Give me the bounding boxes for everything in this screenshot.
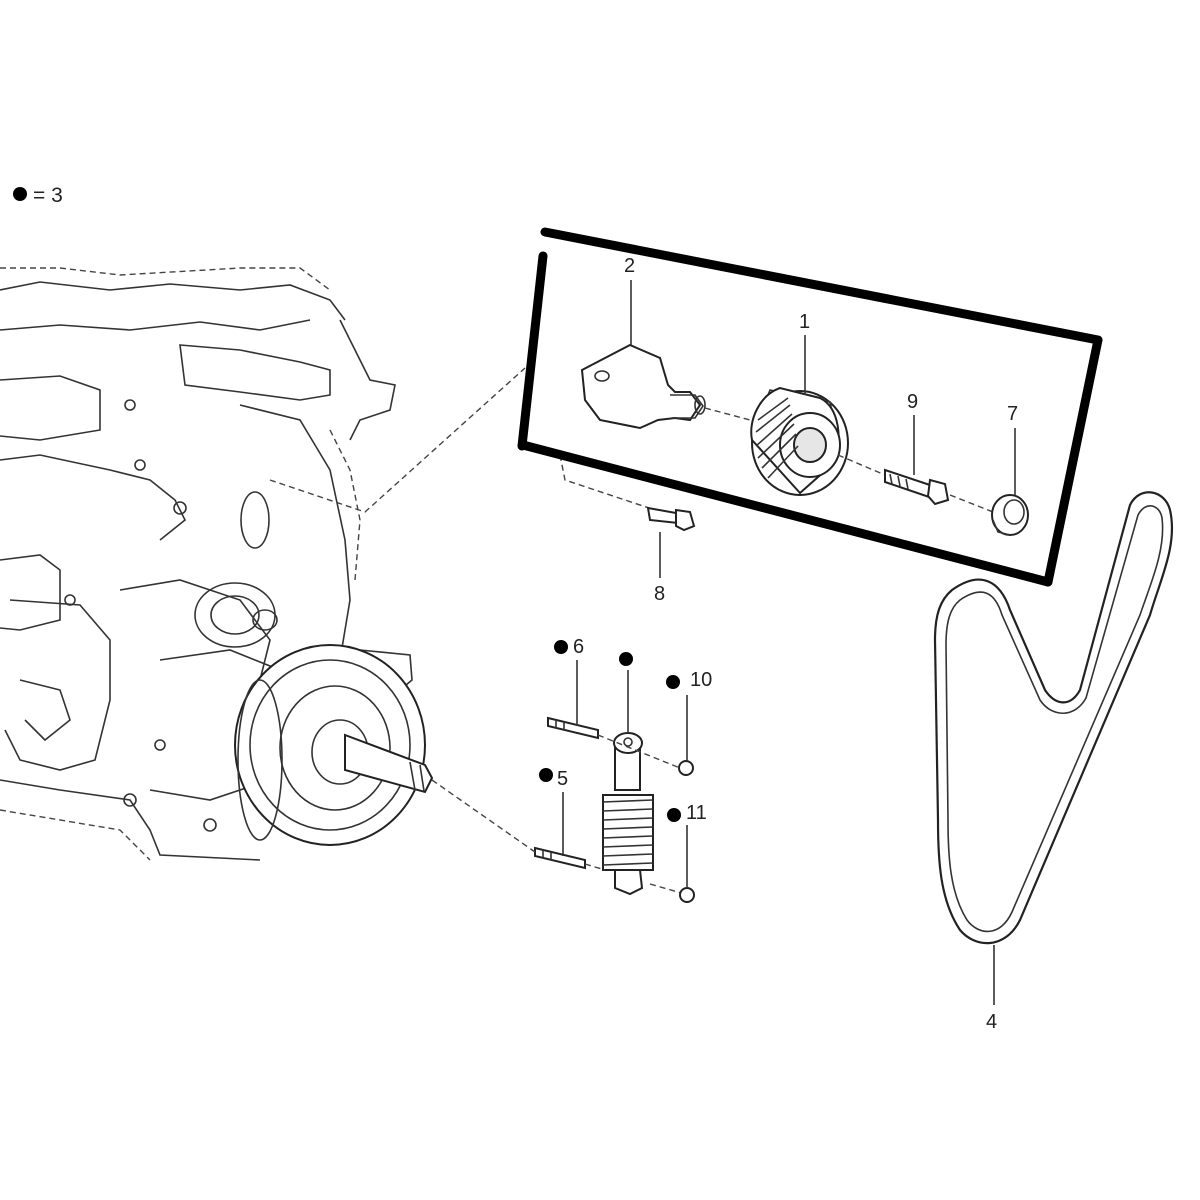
legend-text: = 3 [33,184,63,207]
pulley-bolt [884,468,950,506]
dot-icon [619,652,633,666]
dot-icon [666,675,680,689]
nut-11 [679,887,695,903]
callout-5: 5 [557,768,568,790]
dot-icon [554,640,568,654]
dot-icon [539,768,553,782]
tensioner-damper [602,732,654,896]
callout-8: 8 [654,583,665,605]
axis-line-pulley-to-stud [431,779,536,853]
callout-leaders [562,280,1016,1005]
idler-pulley [750,386,849,496]
bracket-bolt [646,506,696,532]
callout-2: 2 [624,255,635,277]
crankshaft-pulley [234,644,434,846]
cap-washer [991,494,1029,536]
callout-10: 10 [690,669,712,691]
leader-line-base-to-bolt [559,454,656,511]
axis-line-bracket-pulley [704,407,751,421]
callout-dots [539,640,681,822]
callout-9: 9 [907,391,918,413]
callout-11: 11 [686,802,707,824]
nut-10 [678,760,694,776]
callout-7: 7 [1007,403,1018,425]
legend-dot-icon [13,187,27,201]
dot-icon [667,808,681,822]
axis-line-pulley-bolt [837,454,886,476]
ribbed-belt [933,491,1174,945]
leader-line-engine-to-tensioner [269,367,526,513]
axis-line-bolt-cap [949,494,994,513]
axis-line-stud-5 [584,863,686,895]
stud-6 [547,716,599,740]
tensioner-bracket [580,343,706,430]
axis-line-stud-6 [597,734,681,769]
callout-labels: 1 2 4 5 6 7 8 9 10 11 [557,255,1018,1033]
stud-5 [534,846,586,870]
legend: = 3 [13,184,63,207]
highlight-box [517,227,1103,587]
engine-block [0,267,413,861]
callout-4: 4 [986,1011,997,1033]
callout-1: 1 [799,311,810,333]
callout-6: 6 [573,636,584,658]
